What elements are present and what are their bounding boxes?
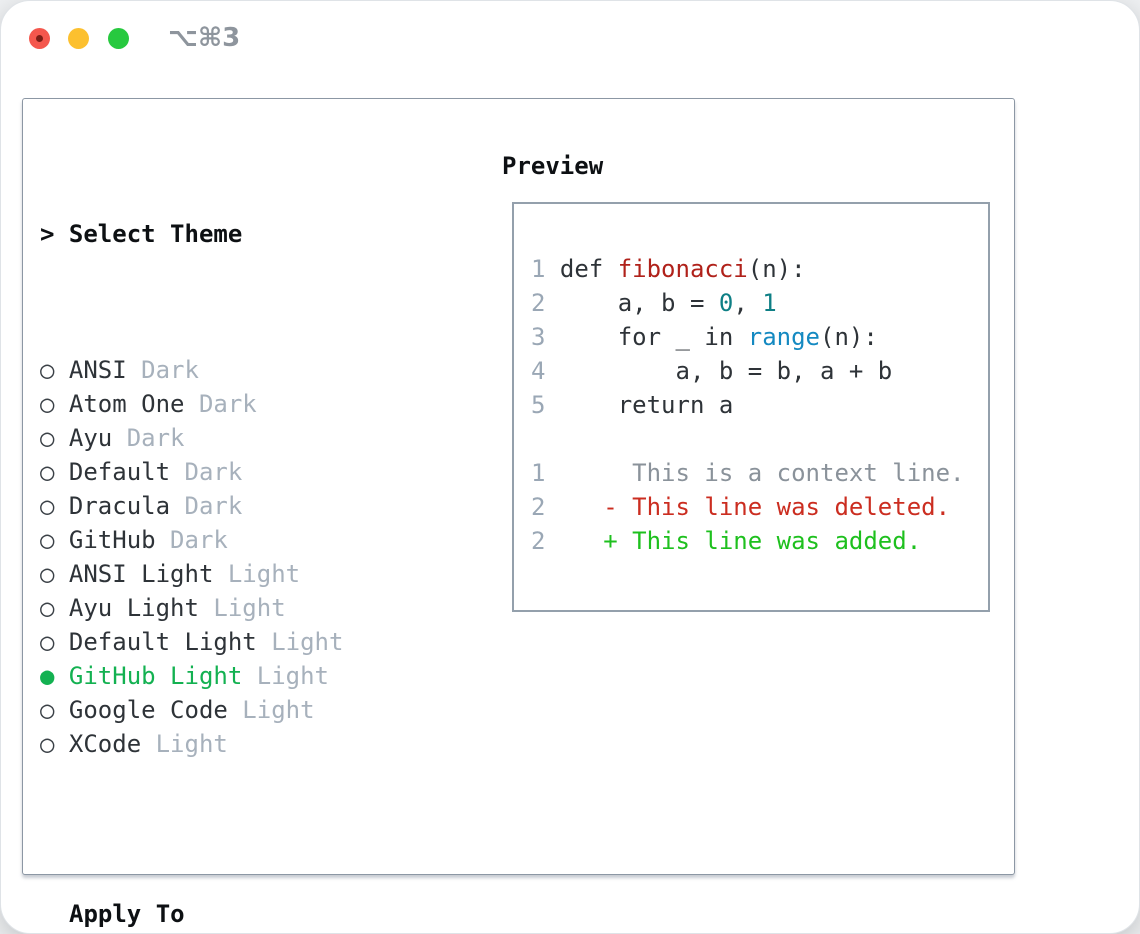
settings-panel: > Select Theme ○ ANSI Dark○ Atom One Dar… [22,98,1015,928]
theme-variant-label: Dark [126,356,199,384]
line-number: 1 [531,255,560,283]
code-line: 3 for _ in range(n): [531,320,988,354]
theme-option-ayu-light[interactable]: ○ Ayu Light Light [40,591,495,625]
theme-variant-label: Light [242,662,329,690]
theme-option-xcode[interactable]: ○ XCode Light [40,727,495,761]
theme-variant-label: Light [213,560,301,588]
theme-option-label: ANSI Light [54,560,214,588]
theme-option-github[interactable]: ○ GitHub Dark [40,523,495,557]
theme-option-label: GitHub [54,526,156,554]
code-segment-plain: (n): [747,255,806,283]
code-segment-builtin: range [747,323,820,351]
code-line: 5 return a [531,388,988,422]
theme-variant-label: Light [198,594,286,622]
preview-title: Preview [502,152,604,180]
theme-variant-label: Light [141,730,228,758]
theme-option-dracula[interactable]: ○ Dracula Dark [40,489,495,523]
code-segment-number: 0 [718,289,734,317]
radio-icon: ○ [40,356,55,384]
theme-variant-label: Light [256,628,344,656]
code-line: 1 This is a context line. [531,456,988,490]
theme-option-label: Ayu [54,424,113,452]
code-segment-plain: return a [559,391,734,419]
theme-variant-label: Dark [170,492,243,520]
line-number: 1 [531,459,560,487]
radio-icon: ○ [40,628,55,656]
line-number: 2 [531,289,560,317]
close-button[interactable] [29,28,50,49]
theme-option-ansi-light[interactable]: ○ ANSI Light Light [40,557,495,591]
radio-icon: ○ [40,730,55,758]
minimize-button[interactable] [68,28,89,49]
code-segment-plain: , [733,289,763,317]
theme-option-github-light[interactable]: ● GitHub Light Light [40,659,495,693]
theme-option-label: GitHub Light [54,662,243,690]
radio-icon: ○ [40,526,55,554]
selected-radio-icon: ● [40,662,55,690]
theme-option-label: XCode [54,730,142,758]
code-segment-plain: a, b = b, a + b [559,357,893,385]
theme-option-ayu[interactable]: ○ Ayu Dark [40,421,495,455]
theme-option-atom-one[interactable]: ○ Atom One Dark [40,387,495,421]
code-segment-number: 1 [762,289,777,317]
theme-list: ○ ANSI Dark○ Atom One Dark○ Ayu Dark○ De… [40,353,495,761]
line-number: 4 [531,357,560,385]
code-segment-plain: (n): [820,323,878,351]
theme-variant-label: Dark [184,390,257,418]
line-number: 5 [531,391,560,419]
line-number: 2 [531,493,560,521]
theme-option-label: Dracula [54,492,171,520]
select-theme-header: > Select Theme [40,217,495,251]
theme-variant-label: Dark [155,526,228,554]
apply-to-header: Apply To [69,900,185,928]
radio-icon: ○ [40,696,55,724]
theme-variant-label: Light [227,696,315,724]
prompt-caret-icon: > [40,220,55,248]
theme-option-ansi[interactable]: ○ ANSI Dark [40,353,495,387]
code-line: 2 - This line was deleted. [531,490,988,524]
code-segment-context: This is a context line. [559,459,965,487]
window-title: ⌥⌘3 [168,23,241,53]
radio-icon: ○ [40,458,55,486]
blank-line [531,422,988,456]
theme-variant-label: Dark [170,458,243,486]
zoom-button[interactable] [108,28,129,49]
line-number: 2 [531,527,560,555]
code-segment-plain: a, b = [559,289,719,317]
theme-option-label: Default Light [54,628,257,656]
code-segment-deleted: - This line was deleted. [559,493,951,521]
theme-option-google-code[interactable]: ○ Google Code Light [40,693,495,727]
theme-picker: > Select Theme ○ ANSI Dark○ Atom One Dar… [40,149,495,933]
theme-option-label: Google Code [54,696,228,724]
theme-option-label: Atom One [54,390,185,418]
code-segment-added: + This line was added. [559,527,922,555]
radio-icon: ○ [40,560,55,588]
code-segment-function: fibonacci [617,255,748,283]
theme-option-label: Default [54,458,171,486]
theme-option-label: ANSI [54,356,127,384]
radio-icon: ○ [40,492,55,520]
unsaved-dot-icon [36,35,43,42]
radio-icon: ○ [40,390,55,418]
radio-icon: ○ [40,594,55,622]
theme-option-default[interactable]: ○ Default Dark [40,455,495,489]
line-number: 3 [531,323,560,351]
code-segment-plain: for _ in [559,323,748,351]
theme-option-default-light[interactable]: ○ Default Light Light [40,625,495,659]
theme-variant-label: Dark [112,424,185,452]
radio-icon: ○ [40,424,55,452]
select-theme-label: Select Theme [54,220,243,248]
code-segment-plain: def [559,255,618,283]
code-line: 2 a, b = 0, 1 [531,286,988,320]
code-line: 4 a, b = b, a + b [531,354,988,388]
code-line: 1 def fibonacci(n): [531,252,988,286]
code-line: 2 + This line was added. [531,524,988,558]
theme-option-label: Ayu Light [54,594,199,622]
